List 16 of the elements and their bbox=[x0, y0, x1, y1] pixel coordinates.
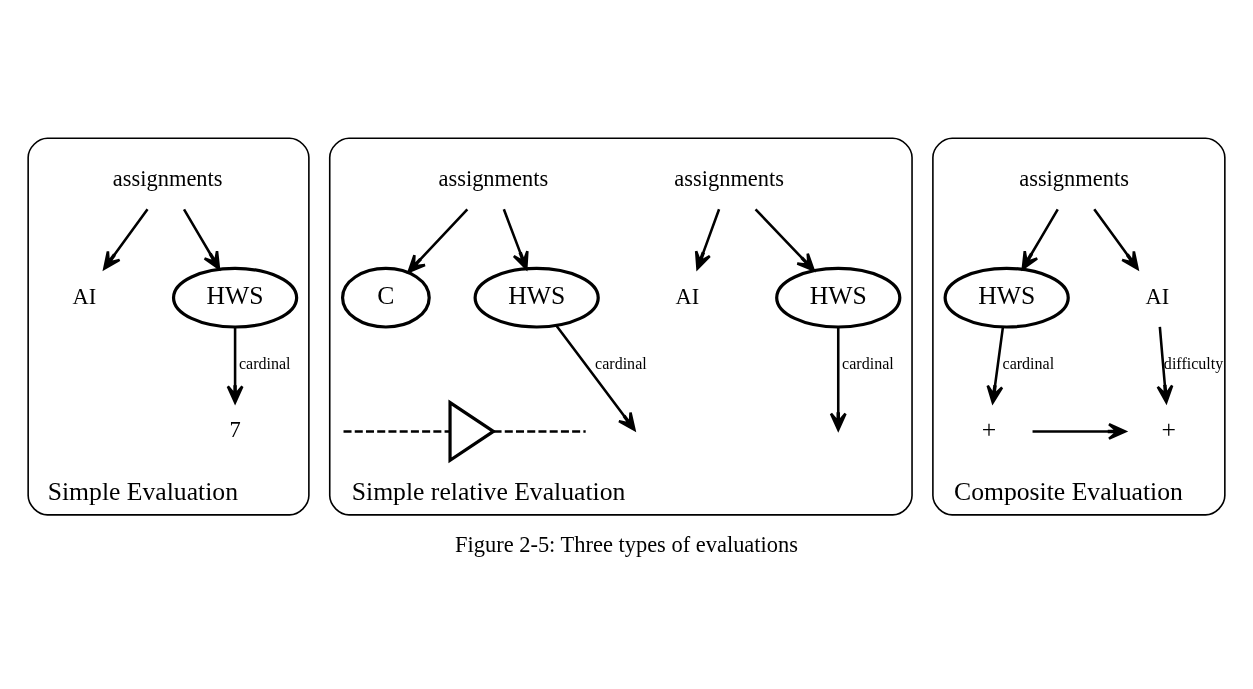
edge-label: cardinal bbox=[238, 354, 291, 372]
edge-label: cardinal bbox=[842, 354, 894, 372]
node-text: + bbox=[1161, 414, 1176, 444]
node-text: 7 bbox=[229, 416, 241, 442]
edge-label: cardinal bbox=[1002, 354, 1055, 372]
node-text: AI bbox=[675, 283, 700, 309]
edge-label: difficulty bbox=[1163, 354, 1224, 372]
edge-label: cardinal bbox=[595, 354, 647, 372]
node-text: assignments bbox=[1019, 165, 1129, 191]
node-text: assignments bbox=[674, 165, 785, 191]
node-text: assignments bbox=[438, 165, 549, 191]
node-text: AI bbox=[1145, 283, 1170, 309]
node-text: assignments bbox=[112, 165, 223, 191]
node-text: AI bbox=[72, 283, 97, 309]
caption: Figure 2-5: Three types of evaluations bbox=[455, 531, 798, 557]
node-text: + bbox=[981, 414, 997, 444]
